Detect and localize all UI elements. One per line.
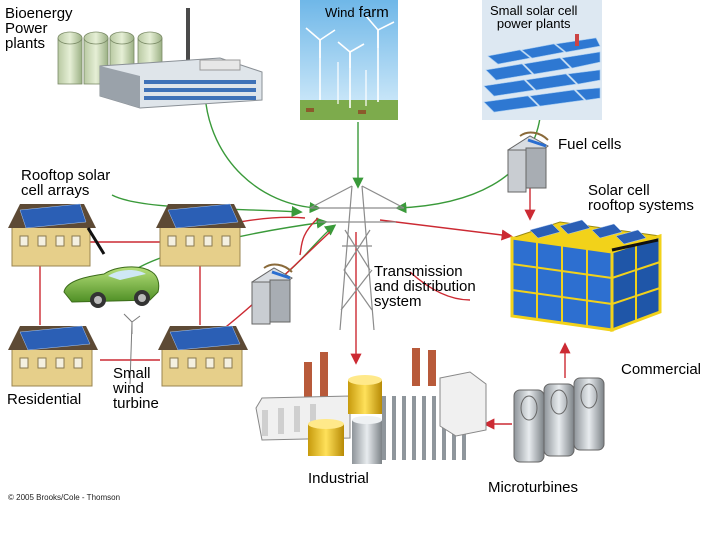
solar-rooftop-systems-label: Solar cell rooftop systems bbox=[588, 182, 694, 214]
residential-label: Residential bbox=[7, 391, 82, 408]
wind-farm-label: Wind farm bbox=[325, 5, 389, 20]
house-bottom-right bbox=[158, 325, 248, 387]
house-top-left bbox=[8, 203, 96, 267]
solar-plant-illustration bbox=[482, 0, 602, 120]
wind-farm-label-wind: Wind bbox=[325, 5, 355, 20]
small-wind-turbine-label: Small wind turbine bbox=[113, 365, 159, 412]
house-top-right bbox=[156, 203, 246, 267]
microturbines-label: Microturbines bbox=[488, 479, 579, 496]
fuel-cells-label: Fuel cells bbox=[558, 136, 622, 153]
rooftop-pointer-line bbox=[86, 227, 106, 255]
transmission-label: Transmission and distribution system bbox=[374, 263, 476, 310]
copyright-text: © 2005 Brooks/Cole - Thomson bbox=[8, 493, 121, 502]
line-grid-to-commercial-low bbox=[409, 271, 471, 301]
fuel-cell-top bbox=[507, 131, 549, 193]
industrial-label: Industrial bbox=[308, 470, 369, 487]
microturbines-illustration bbox=[513, 377, 605, 463]
transmission-tower-illustration bbox=[309, 185, 405, 331]
small-wind-turbine-illustration bbox=[123, 313, 141, 385]
arrow-grid-to-commercial bbox=[379, 219, 513, 241]
car-illustration bbox=[63, 266, 160, 308]
wind-farm-label-farm: farm bbox=[358, 4, 389, 21]
rooftop-solar-label: Rooftop solar cell arrays bbox=[21, 167, 111, 199]
small-solar-label: Small solar cell power plants bbox=[490, 3, 578, 31]
fuel-cell-middle bbox=[251, 263, 293, 325]
bioenergy-plant-illustration bbox=[57, 8, 263, 109]
commercial-building-illustration bbox=[510, 219, 662, 333]
wind-farm-illustration bbox=[300, 0, 398, 120]
house-bottom-left bbox=[8, 325, 98, 387]
line-small-red bbox=[299, 217, 319, 256]
bioenergy-label: Bioenergy Power plants bbox=[5, 5, 73, 52]
commercial-label: Commercial bbox=[621, 361, 702, 378]
industrial-plant-illustration bbox=[255, 348, 487, 464]
arrow-bioenergy-to-grid bbox=[204, 94, 321, 214]
